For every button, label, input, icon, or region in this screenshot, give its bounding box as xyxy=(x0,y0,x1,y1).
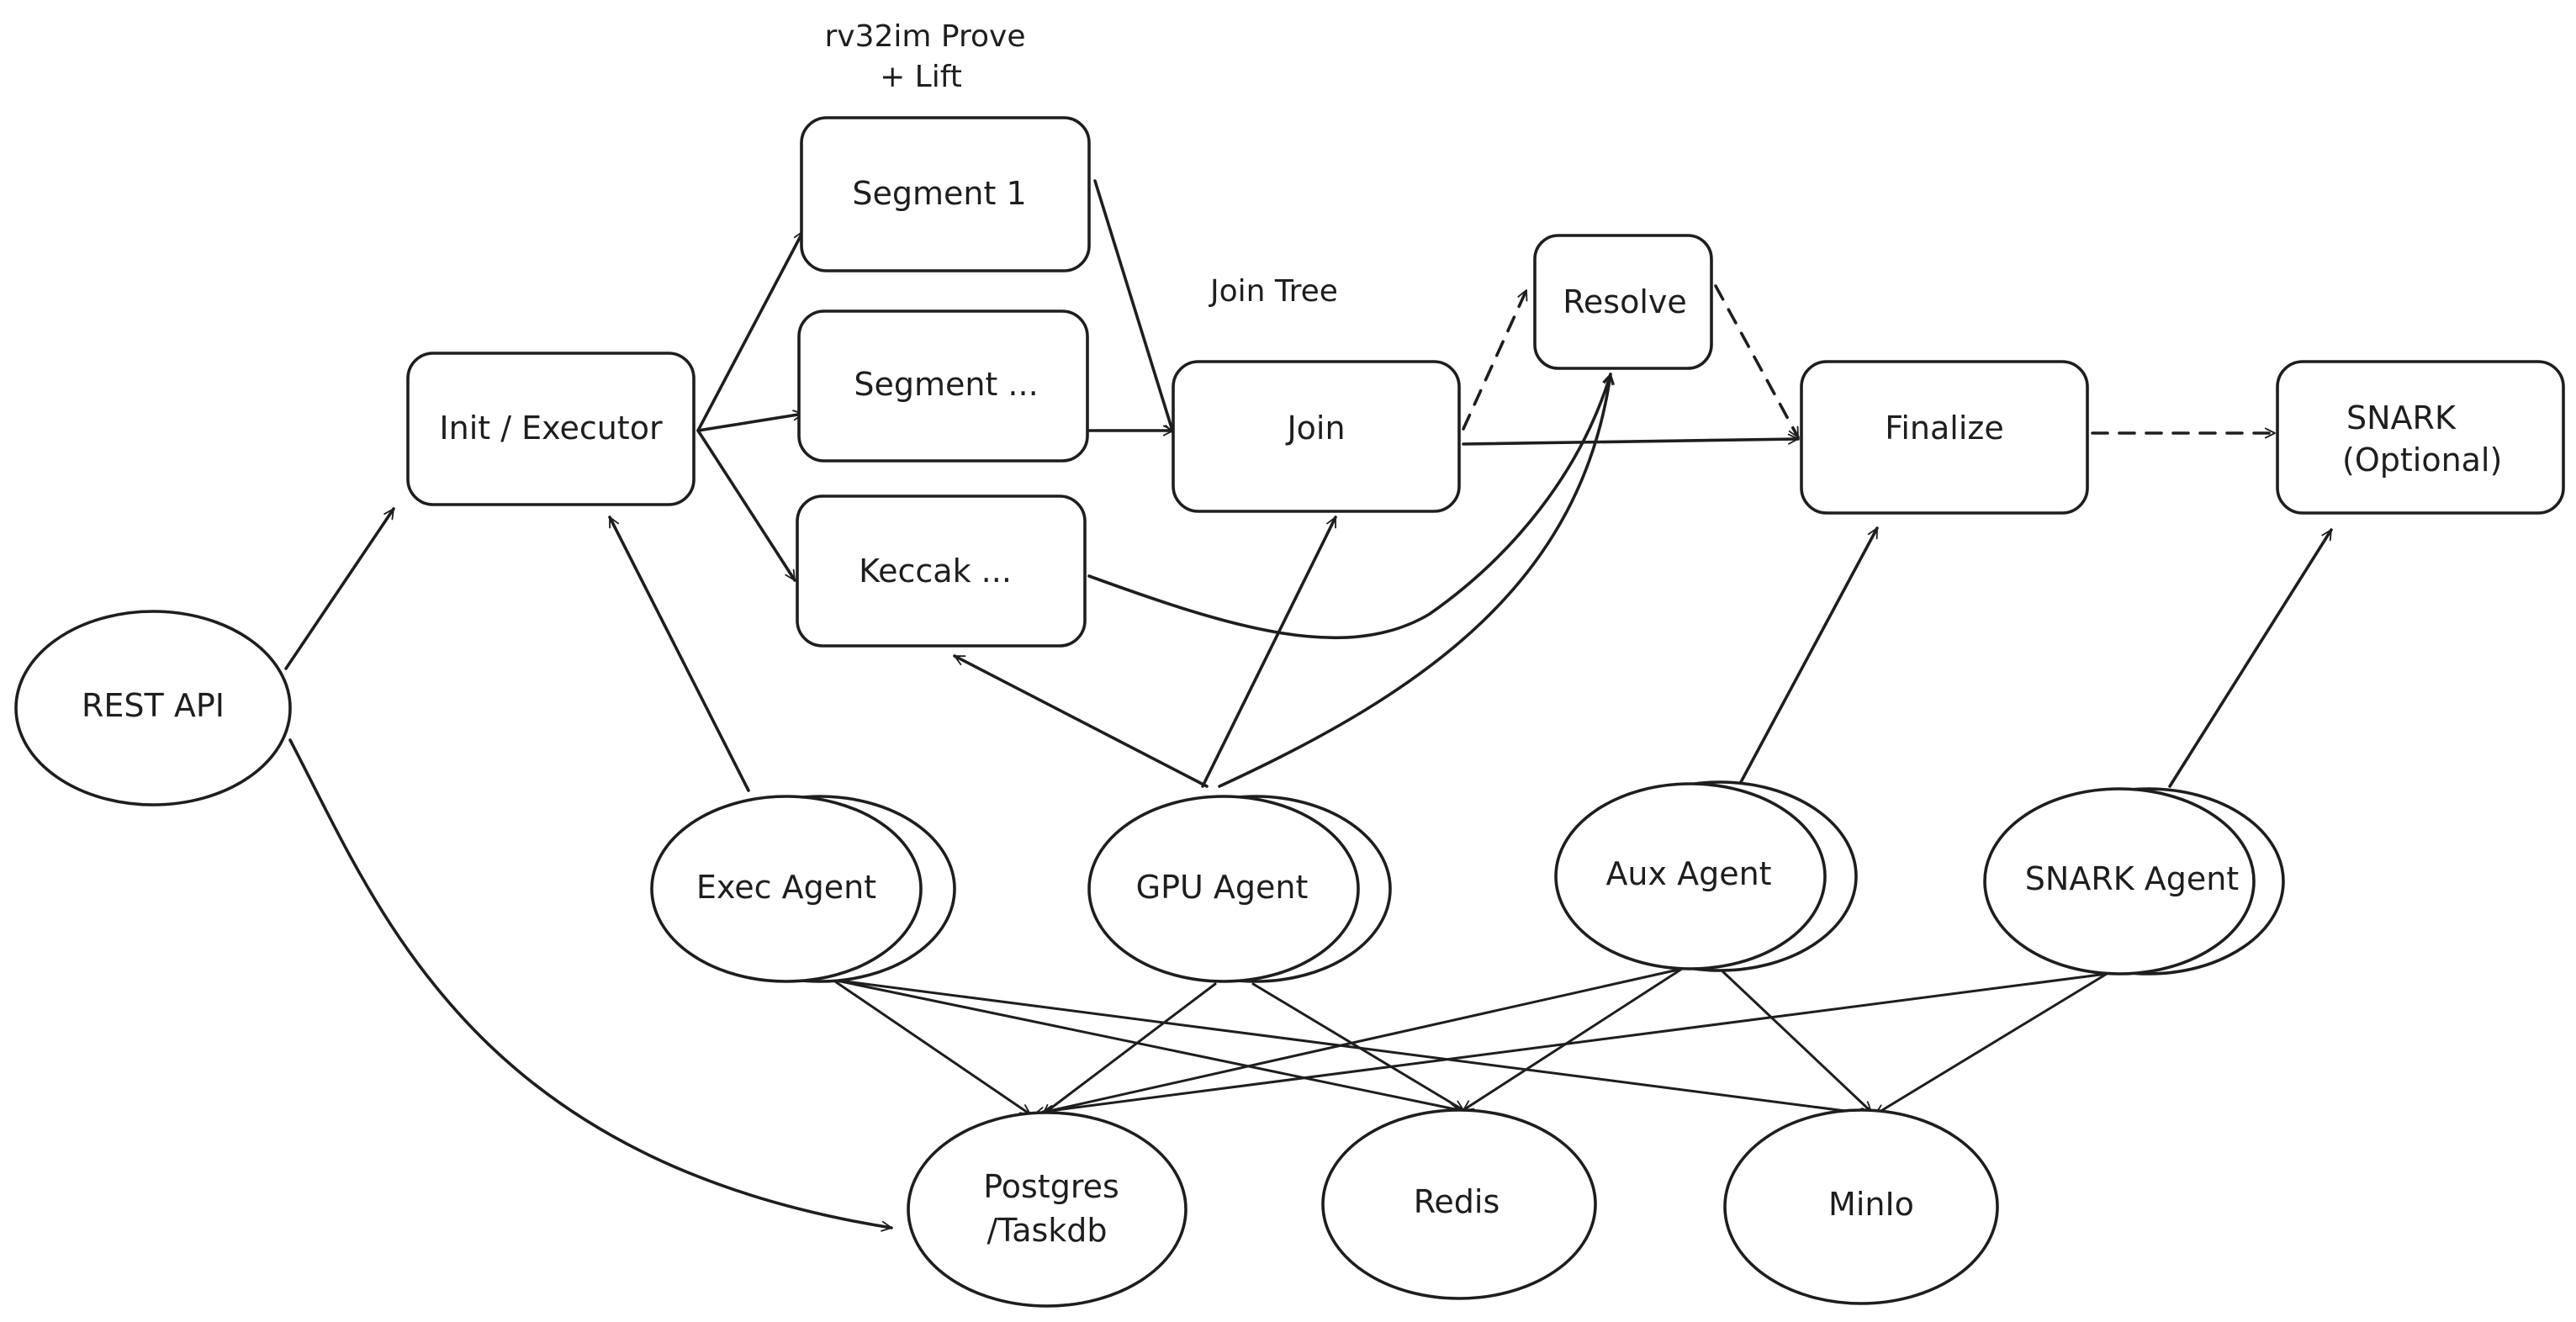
edge-keccak-resolve xyxy=(1087,373,1614,640)
node-postgres-taskdb[interactable]: Postgres /Taskdb xyxy=(907,1111,1187,1308)
node-redis[interactable]: Redis xyxy=(1321,1108,1597,1300)
segment-1-label: Segment 1 xyxy=(852,175,1026,212)
edge-auxagent-redis xyxy=(1462,967,1684,1112)
exec-agent-label: Exec Agent xyxy=(696,869,876,906)
segment-more-box xyxy=(797,309,1089,463)
node-exec-agent[interactable]: Exec Agent xyxy=(650,795,956,983)
join-tree-label: Join Tree xyxy=(1209,274,1338,309)
node-init-executor[interactable]: Init / Executor xyxy=(406,352,696,506)
snark-agent-ellipse xyxy=(1983,787,2256,976)
edge-join-resolve xyxy=(1462,288,1528,431)
rest-api-ellipse xyxy=(14,610,292,806)
node-resolve[interactable]: Resolve xyxy=(1533,234,1713,370)
edge-execagent-redis xyxy=(831,978,1461,1114)
finalize-label: Finalize xyxy=(1885,410,2003,447)
keccak-box xyxy=(796,494,1087,648)
edge-gpuagent-join xyxy=(1201,516,1337,788)
redis-ellipse xyxy=(1321,1108,1597,1300)
edge-init-keccak xyxy=(696,429,796,582)
node-segment-1[interactable]: Segment 1 xyxy=(800,116,1091,272)
edge-join-finalize xyxy=(1462,433,1800,446)
resolve-label: Resolve xyxy=(1563,283,1687,320)
edge-auxagent-postgres xyxy=(1033,967,1684,1118)
redis-label: Redis xyxy=(1414,1183,1500,1220)
edge-auxagent-minio xyxy=(1718,967,1873,1113)
gpu-agent-label: GPU Agent xyxy=(1136,869,1309,906)
init-executor-label: Init / Executor xyxy=(439,410,663,447)
node-snark-agent[interactable]: SNARK Agent xyxy=(1983,787,2285,976)
edge-init-segment1 xyxy=(696,230,805,432)
edge-snarkagent-minio xyxy=(1874,972,2108,1116)
finalize-box xyxy=(1800,360,2089,515)
node-finalize[interactable]: Finalize xyxy=(1800,360,2089,515)
exec-agent-ellipse xyxy=(650,795,923,983)
minio-ellipse xyxy=(1723,1108,1999,1305)
edge-gpuagent-keccak xyxy=(953,654,1209,788)
rest-api-label: REST API xyxy=(82,687,225,724)
connectors xyxy=(284,179,2333,1232)
snark-label-line1: SNARK xyxy=(2346,399,2457,436)
aux-agent-ellipse xyxy=(1554,782,1827,970)
node-segment-more[interactable]: Segment ... xyxy=(797,309,1089,463)
snark-box xyxy=(2276,360,2565,515)
node-minio[interactable]: MinIo xyxy=(1723,1108,1999,1305)
segment-more-label: Segment ... xyxy=(854,366,1038,403)
edge-restapi-init xyxy=(284,507,395,670)
edge-execagent-init xyxy=(608,516,750,792)
node-aux-agent[interactable]: Aux Agent xyxy=(1554,780,1858,972)
join-label: Join xyxy=(1285,410,1345,447)
resolve-box xyxy=(1533,234,1713,370)
edge-resolve-finalize xyxy=(1714,284,1800,439)
node-join[interactable]: Join xyxy=(1172,360,1461,513)
aux-agent-label: Aux Agent xyxy=(1605,855,1771,892)
keccak-label: Keccak ... xyxy=(859,553,1012,590)
prove-lift-label-line2: + Lift xyxy=(880,60,962,94)
floating-labels: rv32im Prove + Lift Join Tree xyxy=(825,19,1338,309)
edge-init-segment-more xyxy=(696,410,805,432)
edge-execagent-postgres xyxy=(831,978,1032,1116)
edge-gpuagent-resolve xyxy=(1218,373,1615,788)
edge-snarkagent-snark xyxy=(2168,528,2333,788)
edge-gpuagent-redis xyxy=(1251,982,1465,1112)
edge-restapi-postgres xyxy=(288,738,893,1232)
node-snark[interactable]: SNARK (Optional) xyxy=(2276,360,2565,515)
snark-agent-label: SNARK Agent xyxy=(2025,860,2239,897)
edge-auxagent-finalize xyxy=(1739,526,1879,784)
edge-gpuagent-postgres xyxy=(1041,982,1217,1116)
snark-label-line2: (Optional) xyxy=(2342,442,2502,479)
node-keccak[interactable]: Keccak ... xyxy=(796,494,1087,648)
prove-lift-label-line1: rv32im Prove xyxy=(825,19,1026,54)
minio-label: MinIo xyxy=(1828,1186,1914,1223)
edge-segment1-join xyxy=(1093,179,1176,435)
node-gpu-agent[interactable]: GPU Agent xyxy=(1087,795,1392,983)
segment-1-box xyxy=(800,116,1091,272)
postgres-ellipse xyxy=(907,1111,1187,1308)
gpu-agent-ellipse xyxy=(1087,795,1360,983)
postgres-label-line2: /Taskdb xyxy=(986,1212,1107,1249)
edge-execagent-minio xyxy=(831,978,1873,1119)
init-executor-box xyxy=(406,352,696,506)
node-rest-api[interactable]: REST API xyxy=(14,610,292,806)
edge-snarkagent-postgres xyxy=(1041,972,2108,1117)
postgres-label-line1: Postgres xyxy=(983,1168,1119,1205)
join-box xyxy=(1172,360,1461,513)
